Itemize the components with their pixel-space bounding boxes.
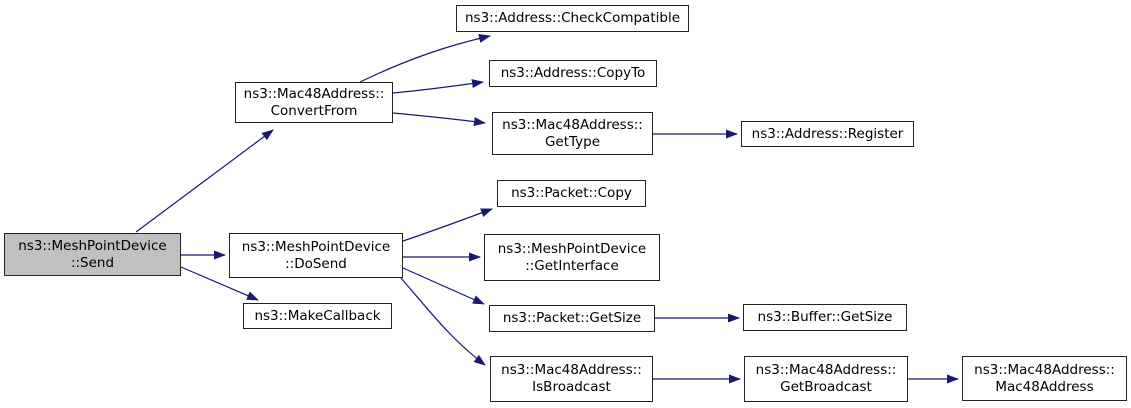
label-line: GetBroadcast [780, 379, 872, 395]
label-line: ns3::MakeCallback [254, 307, 381, 324]
label-line: Mac48Address [995, 378, 1094, 395]
label-line: ::DoSend [285, 255, 347, 272]
edge-send-to-convert-from [135, 129, 274, 233]
node-ns3-address-checkcompatible[interactable]: ns3::Address::CheckCompatible [456, 5, 689, 32]
label-line: ns3::Packet::Copy [511, 185, 632, 201]
node-ns3-packet-getsize[interactable]: ns3::Packet::GetSize [489, 305, 655, 332]
node-ns3-meshpointdevice-send: ns3::MeshPointDevice ::Send [4, 233, 181, 276]
label-line: ns3::Mac48Address:: [974, 361, 1115, 378]
node-ns3-mac48address-mac48address[interactable]: ns3::Mac48Address:: Mac48Address [962, 356, 1127, 401]
edge-do-send-to-is-broadcast [400, 277, 486, 366]
label-line: ns3::Packet::GetSize [502, 310, 642, 326]
label-line: ns3::Mac48Address:: [502, 116, 643, 133]
label-line: ns3::Mac48Address:: [755, 362, 897, 378]
node-ns3-address-register[interactable]: ns3::Address::Register [741, 121, 914, 147]
label-line: ConvertFrom [270, 102, 358, 119]
node-ns3-meshpointdevice-dosend[interactable]: ns3::MeshPointDevice ::DoSend [229, 233, 403, 278]
label-line: ns3::Address::CopyTo [500, 65, 646, 81]
node-ns3-mac48address-isbroadcast[interactable]: ns3::Mac48Address:: IsBroadcast [490, 356, 653, 402]
label-line: ::Send [70, 254, 115, 271]
node-ns3-meshpointdevice-getinterface[interactable]: ns3::MeshPointDevice ::GetInterface [484, 234, 660, 281]
label-line: ns3::Buffer::GetSize [757, 309, 893, 325]
edge-send-to-make-callback [180, 266, 259, 301]
label-line: IsBroadcast [532, 379, 611, 395]
edge-convert-from-to-copy-to [392, 79, 484, 94]
edge-do-send-to-packet-copy [402, 208, 493, 242]
node-ns3-mac48address-gettype[interactable]: ns3::Mac48Address:: GetType [492, 112, 653, 155]
edge-do-send-to-packet-get-size [402, 267, 485, 305]
label-line: ::GetInterface [525, 257, 619, 274]
label-line: ns3::Address::CheckCompatible [464, 10, 680, 26]
label-line: ns3::Address::Register [751, 125, 904, 142]
node-ns3-mac48address-convertfrom[interactable]: ns3::Mac48Address:: ConvertFrom [235, 82, 393, 123]
edge-convert-from-to-get-type [392, 112, 486, 127]
node-ns3-address-copyto[interactable]: ns3::Address::CopyTo [489, 60, 657, 87]
edge-convert-from-to-check-compatible [359, 34, 491, 83]
label-line: ns3::MeshPointDevice [497, 240, 647, 257]
node-ns3-packet-copy[interactable]: ns3::Packet::Copy [497, 180, 646, 207]
label-line: ns3::MeshPointDevice [241, 238, 391, 255]
node-ns3-mac48address-getbroadcast[interactable]: ns3::Mac48Address:: GetBroadcast [744, 356, 908, 402]
node-ns3-makecallback[interactable]: ns3::MakeCallback [243, 303, 392, 329]
label-line: ns3::Mac48Address:: [243, 85, 385, 102]
label-line: ns3::MeshPointDevice [18, 237, 167, 254]
node-ns3-buffer-getsize[interactable]: ns3::Buffer::GetSize [743, 304, 907, 331]
label-line: GetType [544, 133, 601, 150]
label-line: ns3::Mac48Address:: [501, 362, 642, 378]
